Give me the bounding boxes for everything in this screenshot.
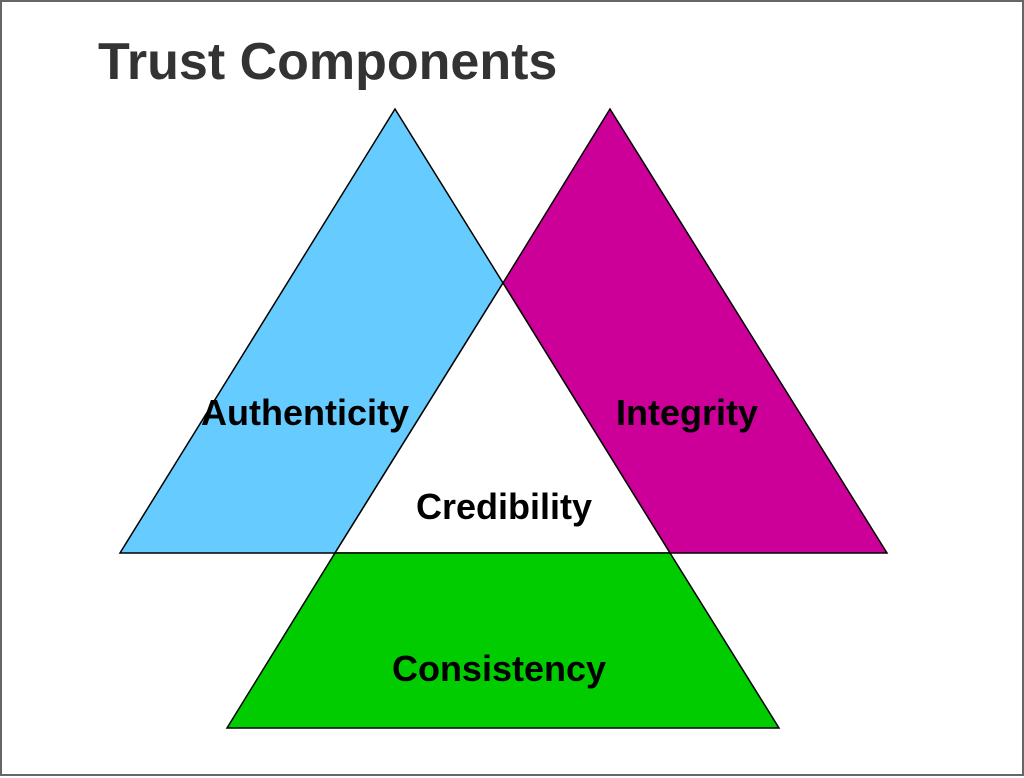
consistency-trapezoid [225, 552, 781, 729]
credibility-label: Credibility [416, 486, 592, 527]
consistency-label: Consistency [392, 648, 606, 689]
authenticity-label: Authenticity [201, 392, 409, 433]
page-title: Trust Components [98, 33, 558, 91]
integrity-label: Integrity [616, 392, 758, 433]
